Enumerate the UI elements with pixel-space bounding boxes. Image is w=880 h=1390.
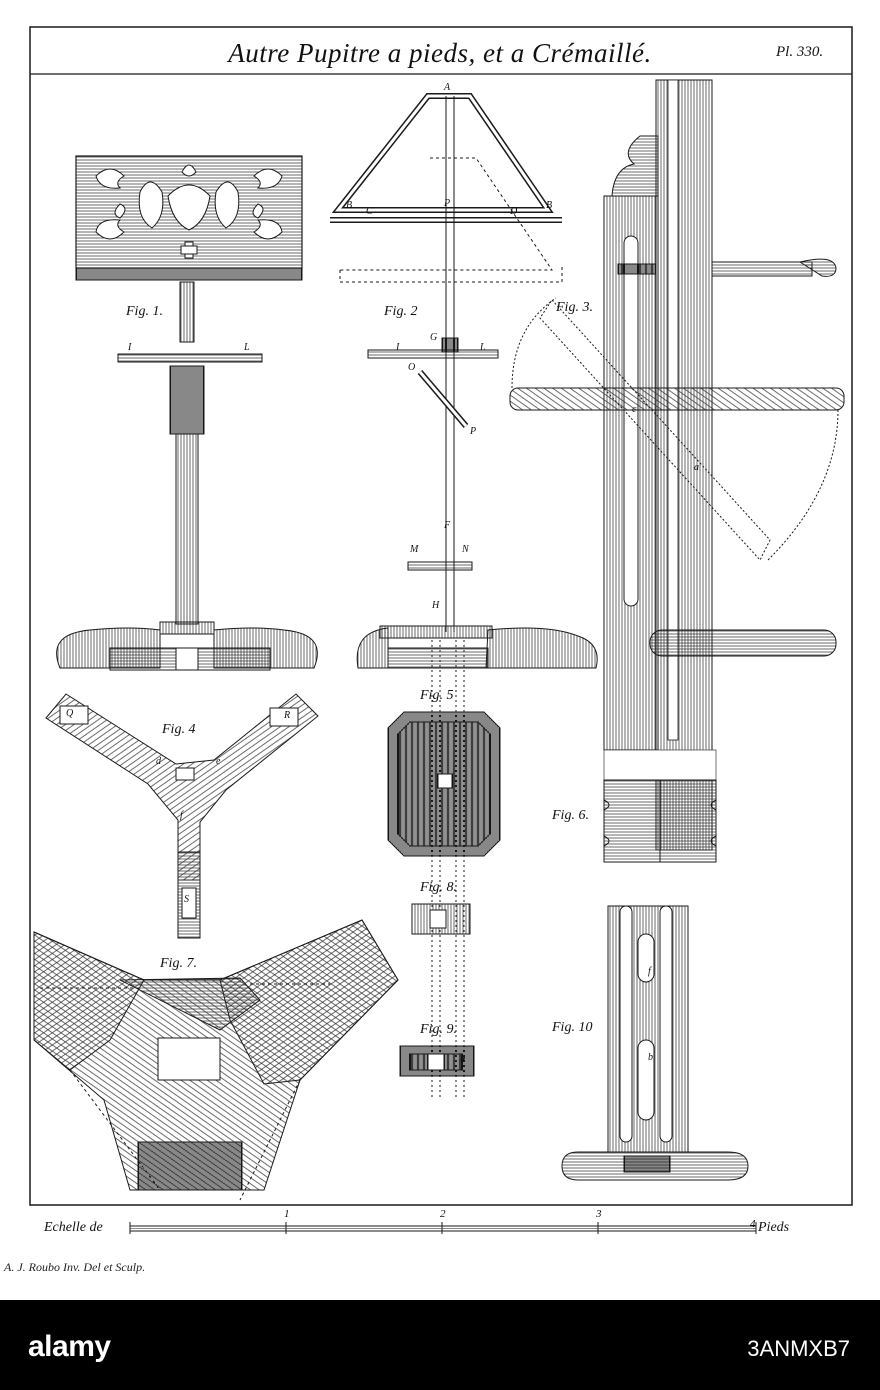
alamy-logo: alamy [28, 1330, 111, 1363]
letter-label: P [470, 426, 477, 437]
letter-label: H [432, 600, 440, 611]
letter-label: B [346, 200, 353, 211]
letter-label: b [648, 1052, 653, 1063]
letter-label: Q [66, 708, 74, 719]
scale-tick-label: 2 [440, 1208, 446, 1220]
engraver-credit: A. J. Roubo Inv. Del et Sculp. [4, 1260, 146, 1274]
letter-label: R [284, 710, 291, 721]
fig-label: Fig. 5 [420, 688, 454, 703]
fig3-upright-section [509, 79, 845, 863]
fig9-plan [399, 1045, 475, 1077]
watermark-footer: alamy 3ANMXB7 [0, 1300, 880, 1390]
scale-unit: Pieds [758, 1220, 790, 1235]
letter-label: N [462, 544, 469, 555]
fig-label: Fig. 3. [556, 300, 593, 315]
letter-label: f [180, 810, 183, 821]
fig-label: Fig. 10 [552, 1020, 593, 1035]
image-id: 3ANMXB7 [747, 1336, 850, 1361]
fig10-rack-detail [561, 905, 749, 1181]
letter-label: f [648, 966, 651, 977]
engraving-plate: Autre Pupitre a pieds, et a Crémaillé. P… [4, 26, 853, 1274]
fig-label: Fig. 9. [420, 1022, 457, 1037]
scale-bar [129, 1222, 757, 1234]
plate-number: Pl. 330. [776, 44, 824, 60]
letter-label: e [216, 756, 221, 767]
fig4-tripod-plan [45, 693, 319, 939]
letter-label: d [156, 756, 161, 767]
scale-tick-label: 1 [284, 1208, 290, 1220]
plate-title: Autre Pupitre a pieds, et a Crémaillé. [228, 38, 652, 68]
letter-label: S [184, 894, 189, 905]
letter-label: L [244, 342, 250, 353]
fig-label: Fig. 4 [162, 722, 196, 737]
fig1-lectern [56, 155, 318, 671]
letter-label: C [366, 206, 373, 217]
letter-label: I [128, 342, 132, 353]
fig-label: Fig. 7. [160, 956, 197, 971]
scale-label: Echelle de [44, 1220, 103, 1235]
fig5-top-plan [387, 711, 501, 857]
letter-label: M [410, 544, 419, 555]
letter-label: c [632, 404, 637, 415]
scale-tick-label: 3 [596, 1208, 602, 1220]
letter-label: O [408, 362, 416, 373]
plate-frame [29, 26, 853, 1206]
letter-label: I [396, 342, 400, 353]
letter-label: L [480, 342, 486, 353]
plate-drawing [29, 26, 853, 1234]
letter-label: a [460, 1054, 465, 1065]
fig8-plan [411, 903, 471, 935]
letter-label: D [510, 206, 518, 217]
fig-label: Fig. 6. [552, 808, 589, 823]
letter-label: G [430, 332, 438, 343]
fig-label: Fig. 2 [384, 304, 418, 319]
letter-label: A [444, 82, 451, 93]
letter-label: P [444, 198, 451, 209]
fig-label: Fig. 1. [126, 304, 163, 319]
letter-label: F [444, 520, 451, 531]
fig7-joinery-detail [33, 919, 399, 1201]
fig-label: Fig. 8. [420, 880, 457, 895]
letter-label: B [546, 200, 553, 211]
scale-tick-label: 4 [750, 1218, 756, 1230]
letter-label: a [694, 462, 699, 473]
